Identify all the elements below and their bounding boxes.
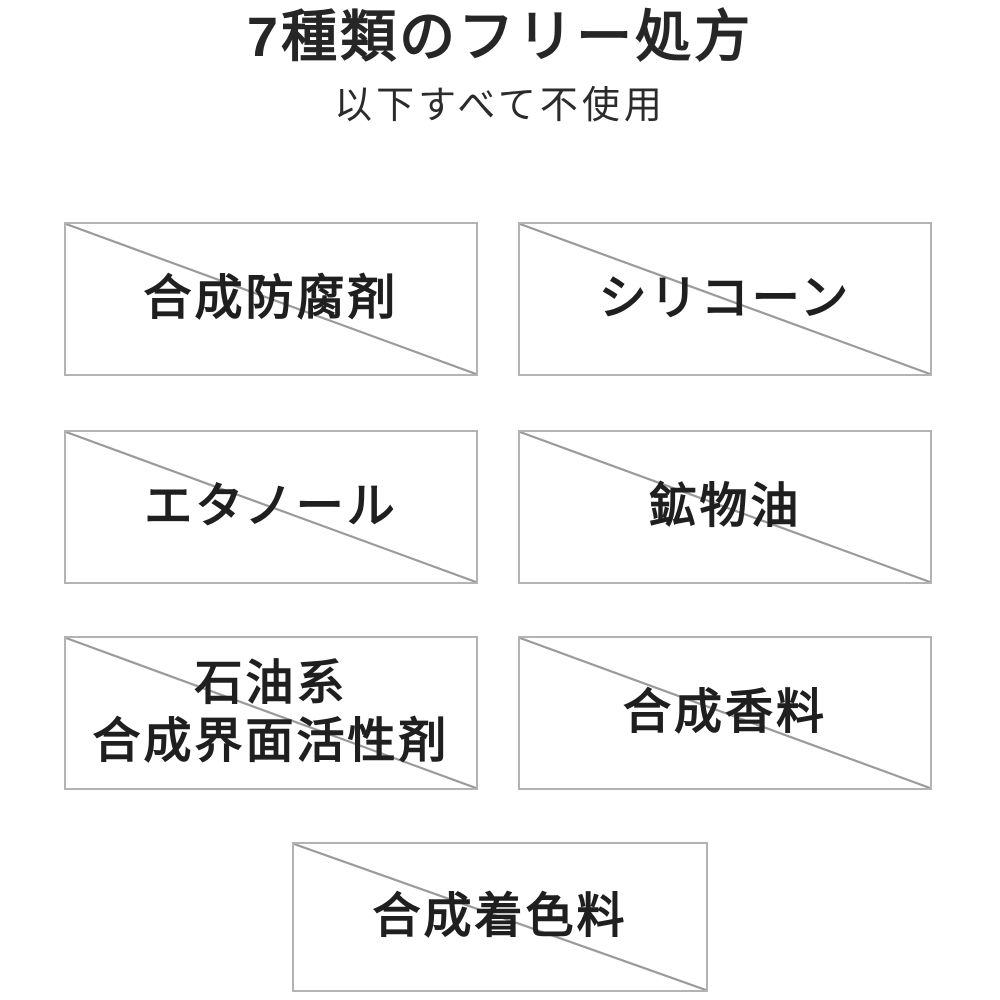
free-item-label-line1: シリコーン <box>598 272 852 325</box>
free-item-label-line1: 合成香料 <box>622 686 827 739</box>
free-item-label: エタノール <box>66 432 476 582</box>
free-item-label: 合成防腐剤 <box>66 224 476 374</box>
free-item-box-mineral-oil: 鉱物油 <box>518 430 932 584</box>
free-item-box-synthetic-fragrance: 合成香料 <box>518 636 932 790</box>
free-item-box-petroleum-surfactant: 石油系 合成界面活性剤 <box>64 636 478 790</box>
page-title: 7種類のフリー処方 <box>246 5 754 68</box>
free-item-label-line1: 合成着色料 <box>372 890 628 943</box>
strikethrough-diagonal-icon <box>66 224 476 374</box>
free-item-label: 合成着色料 <box>294 844 706 990</box>
free-item-box-synthetic-preservative: 合成防腐剤 <box>64 222 478 376</box>
strikethrough-diagonal-icon <box>294 844 706 990</box>
free-item-box-ethanol: エタノール <box>64 430 478 584</box>
free-item-label-line1: エタノール <box>144 480 398 533</box>
free-item-label-line1: 鉱物油 <box>648 480 802 533</box>
free-item-label: シリコーン <box>520 224 930 374</box>
free-item-label-line2: 合成界面活性剤 <box>92 715 450 768</box>
strikethrough-diagonal-icon <box>66 432 476 582</box>
free-item-box-silicone: シリコーン <box>518 222 932 376</box>
strikethrough-diagonal-icon <box>520 432 930 582</box>
heading-block: 7種類のフリー処方 以下すべて不使用 <box>0 0 1000 128</box>
free-item-label-line1: 合成防腐剤 <box>143 272 399 325</box>
free-item-label: 石油系 合成界面活性剤 <box>66 638 476 788</box>
strikethrough-diagonal-icon <box>520 224 930 374</box>
free-item-label-line1: 石油系 <box>194 657 348 710</box>
free-item-label: 鉱物油 <box>520 432 930 582</box>
strikethrough-diagonal-icon <box>520 638 930 788</box>
strikethrough-diagonal-icon <box>66 638 476 788</box>
free-item-label: 合成香料 <box>520 638 930 788</box>
page-subtitle: 以下すべて不使用 <box>334 85 666 127</box>
free-item-box-synthetic-colorant: 合成着色料 <box>292 842 708 992</box>
